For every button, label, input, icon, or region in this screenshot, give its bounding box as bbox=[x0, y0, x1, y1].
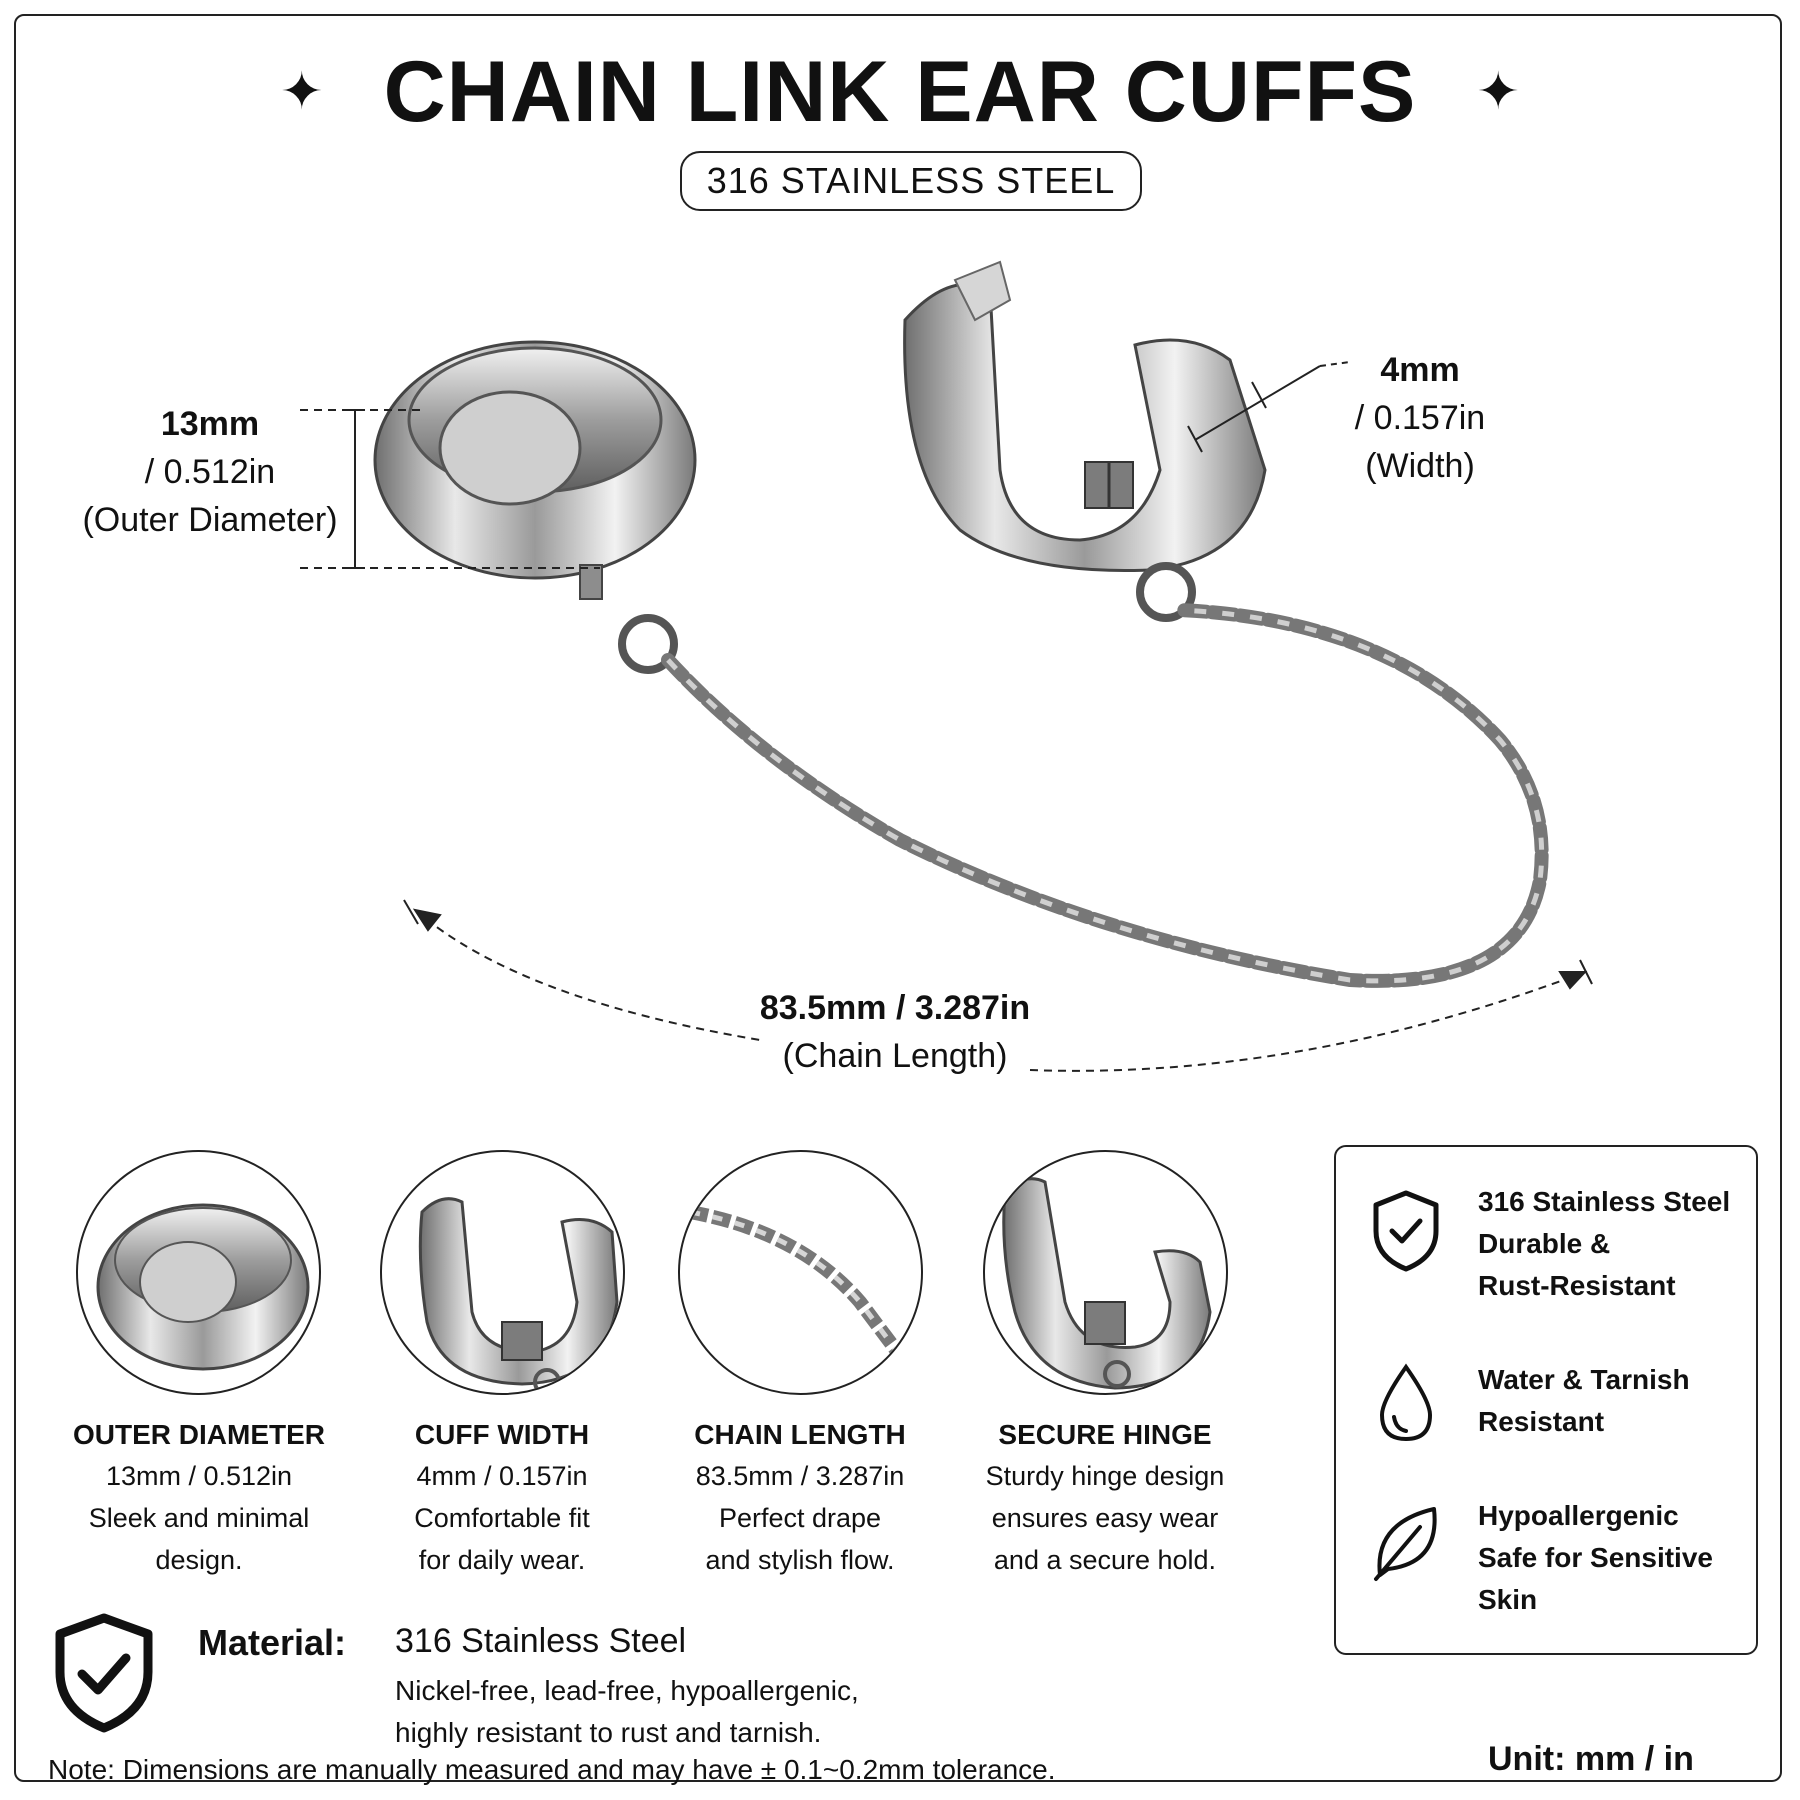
outer-diameter-imperial: / 0.512in bbox=[144, 453, 276, 491]
feature-line: for daily wear. bbox=[418, 1545, 586, 1575]
thumb-cuff-width bbox=[380, 1150, 625, 1395]
feature-chain-length: CHAIN LENGTH 83.5mm / 3.287in Perfect dr… bbox=[650, 1415, 950, 1581]
feature-secure-hinge: SECURE HINGE Sturdy hinge design ensures… bbox=[955, 1415, 1255, 1581]
thumb-outer-diameter bbox=[76, 1150, 321, 1395]
material-label: Material: bbox=[198, 1622, 347, 1663]
feature-line: Sleek and minimal bbox=[88, 1503, 310, 1533]
benefit-line: 316 Stainless Steel bbox=[1478, 1186, 1731, 1217]
outer-diameter-label: 13mm / 0.512in (Outer Diameter) bbox=[80, 400, 340, 544]
product-illustration bbox=[300, 260, 1593, 1072]
leaf-icon bbox=[1370, 1503, 1442, 1588]
shield-check-icon bbox=[1370, 1189, 1442, 1278]
feature-line: and a secure hold. bbox=[993, 1545, 1217, 1575]
material-desc-line: highly resistant to rust and tarnish. bbox=[395, 1717, 822, 1748]
water-drop-icon bbox=[1374, 1363, 1438, 1448]
material-desc-line: Nickel-free, lead-free, hypoallergenic, bbox=[395, 1675, 859, 1706]
feature-line: Comfortable fit bbox=[414, 1503, 590, 1533]
benefits-box: 316 Stainless Steel Durable & Rust-Resis… bbox=[1334, 1145, 1758, 1655]
benefit-line: Water & Tarnish bbox=[1478, 1364, 1690, 1395]
feature-title: CHAIN LENGTH bbox=[694, 1419, 906, 1450]
chain-length-label: 83.5mm / 3.287in (Chain Length) bbox=[735, 984, 1055, 1080]
chain-length-value: 83.5mm / 3.287in bbox=[759, 989, 1031, 1027]
benefit-text: Water & Tarnish Resistant bbox=[1478, 1359, 1690, 1443]
benefit-line: Hypoallergenic bbox=[1478, 1500, 1679, 1531]
feature-line: Sturdy hinge design bbox=[985, 1461, 1225, 1491]
outer-diameter-caption: (Outer Diameter) bbox=[82, 501, 338, 539]
feature-line: 83.5mm / 3.287in bbox=[695, 1461, 905, 1491]
material-badge: 316 STAINLESS STEEL bbox=[680, 151, 1142, 211]
benefit-line: Skin bbox=[1478, 1584, 1538, 1615]
four-point-star-icon: ✦ bbox=[279, 63, 324, 121]
width-imperial: / 0.157in bbox=[1354, 399, 1486, 437]
chain-length-dimension bbox=[403, 899, 1593, 1072]
outer-diameter-dimension bbox=[300, 409, 600, 569]
benefit-line: Resistant bbox=[1478, 1406, 1605, 1437]
material-description: Nickel-free, lead-free, hypoallergenic, … bbox=[395, 1670, 859, 1754]
benefit-text: 316 Stainless Steel Durable & Rust-Resis… bbox=[1478, 1181, 1730, 1307]
chain-length-caption: (Chain Length) bbox=[782, 1037, 1008, 1075]
width-dimension bbox=[1187, 361, 1351, 453]
feature-title: OUTER DIAMETER bbox=[73, 1419, 325, 1450]
thumb-chain-length bbox=[678, 1150, 923, 1395]
outer-diameter-value: 13mm bbox=[160, 405, 260, 443]
title-row: ✦ CHAIN LINK EAR CUFFS ✦ bbox=[0, 42, 1800, 142]
feature-line: Perfect drape bbox=[718, 1503, 882, 1533]
page-title: CHAIN LINK EAR CUFFS bbox=[383, 43, 1417, 140]
feature-title: SECURE HINGE bbox=[998, 1419, 1212, 1450]
feature-line: design. bbox=[155, 1545, 243, 1575]
right-ear-cuff bbox=[903, 260, 1267, 622]
feature-line: ensures easy wear bbox=[991, 1503, 1219, 1533]
feature-cuff-width: CUFF WIDTH 4mm / 0.157in Comfortable fit… bbox=[352, 1415, 652, 1581]
material-value: 316 Stainless Steel bbox=[395, 1622, 687, 1660]
four-point-star-icon: ✦ bbox=[1476, 63, 1520, 121]
benefit-line: Rust-Resistant bbox=[1478, 1270, 1676, 1301]
benefit-line: Safe for Sensitive bbox=[1478, 1542, 1713, 1573]
shield-check-icon bbox=[52, 1612, 156, 1739]
thumb-secure-hinge bbox=[983, 1150, 1228, 1395]
feature-line: 13mm / 0.512in bbox=[105, 1461, 293, 1491]
chain bbox=[661, 603, 1549, 988]
benefit-text: Hypoallergenic Safe for Sensitive Skin bbox=[1478, 1495, 1713, 1621]
feature-line: 4mm / 0.157in bbox=[416, 1461, 588, 1491]
page-frame bbox=[14, 14, 1782, 1782]
width-value: 4mm bbox=[1380, 351, 1460, 389]
width-caption: (Width) bbox=[1365, 447, 1475, 485]
width-label: 4mm / 0.157in (Width) bbox=[1330, 346, 1510, 490]
unit-label: Unit: mm / in bbox=[1488, 1740, 1694, 1778]
feature-outer-diameter: OUTER DIAMETER 13mm / 0.512in Sleek and … bbox=[49, 1415, 349, 1581]
tolerance-note: Note: Dimensions are manually measured a… bbox=[48, 1754, 1056, 1785]
left-ear-cuff bbox=[373, 340, 697, 674]
feature-line: and stylish flow. bbox=[705, 1545, 895, 1575]
feature-title: CUFF WIDTH bbox=[414, 1419, 590, 1450]
benefit-line: Durable & bbox=[1478, 1228, 1611, 1259]
